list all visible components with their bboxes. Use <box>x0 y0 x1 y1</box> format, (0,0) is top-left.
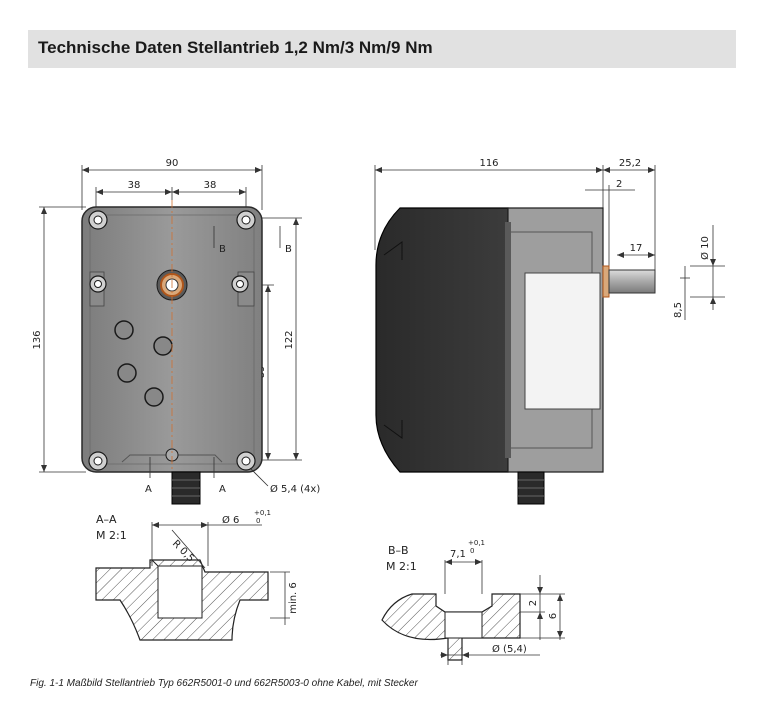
section-bb-dim-2: 2 <box>528 600 539 606</box>
section-marker-b-right: B <box>285 244 292 255</box>
section-bb-dia: 7,1 <box>450 549 466 560</box>
section-bb-bottom-dia: Ø (5,4) <box>492 643 527 655</box>
dim-length-116: 116 <box>479 158 498 169</box>
dim-right-38: 38 <box>204 180 217 191</box>
section-bb-title: B–B <box>388 544 409 557</box>
section-aa-tol-upper: +0,1 <box>254 509 271 517</box>
section-bb-tol-upper: +0,1 <box>468 539 485 547</box>
dim-8-5: 8,5 <box>673 302 684 318</box>
figure-caption: Fig. 1-1 Maßbild Stellantrieb Typ 662R50… <box>30 678 418 689</box>
dim-2: 2 <box>616 179 622 190</box>
section-marker-a-right: A <box>219 484 226 495</box>
section-bb-dim-6: 6 <box>548 613 559 619</box>
housing-cover <box>375 207 509 473</box>
section-aa-title: A–A <box>96 513 117 526</box>
drive-shaft <box>608 269 656 294</box>
dim-122: 122 <box>284 330 295 349</box>
section-bb-tol-lower: 0 <box>470 547 474 555</box>
section-aa-min-depth: min. 6 <box>288 582 299 614</box>
dim-shaft-10: Ø 10 <box>699 236 711 260</box>
section-marker-a-left: A <box>145 484 152 495</box>
section-bb: B–B M 2:1 7,1 +0,1 0 2 6 Ø (5,4) <box>381 539 565 665</box>
mounting-holes <box>88 210 256 471</box>
dim-height-136: 136 <box>32 330 43 349</box>
page-title: Technische Daten Stellantrieb 1,2 Nm/3 N… <box>38 38 433 57</box>
side-label-area <box>524 272 601 410</box>
header-bar: Technische Daten Stellantrieb 1,2 Nm/3 N… <box>28 30 736 68</box>
dim-left-38: 38 <box>128 180 141 191</box>
hole-note: Ø 5,4 (4x) <box>270 483 320 495</box>
section-aa-tol-lower: 0 <box>256 517 260 525</box>
section-aa: A–A M 2:1 Ø 6 +0,1 0 R 0,5 min. 6 <box>95 509 299 641</box>
section-marker-b-left: B <box>219 244 226 255</box>
dim-width-90: 90 <box>166 158 179 169</box>
dim-25-2: 25,2 <box>619 158 641 169</box>
dim-17: 17 <box>630 243 643 254</box>
front-view: 90 38 38 136 122 89 <box>32 158 320 505</box>
side-view: 116 25,2 2 17 Ø 10 8,5 <box>374 158 725 505</box>
section-aa-dia: Ø 6 <box>222 514 239 526</box>
section-aa-scale: M 2:1 <box>96 529 127 542</box>
section-bb-scale: M 2:1 <box>386 560 417 573</box>
